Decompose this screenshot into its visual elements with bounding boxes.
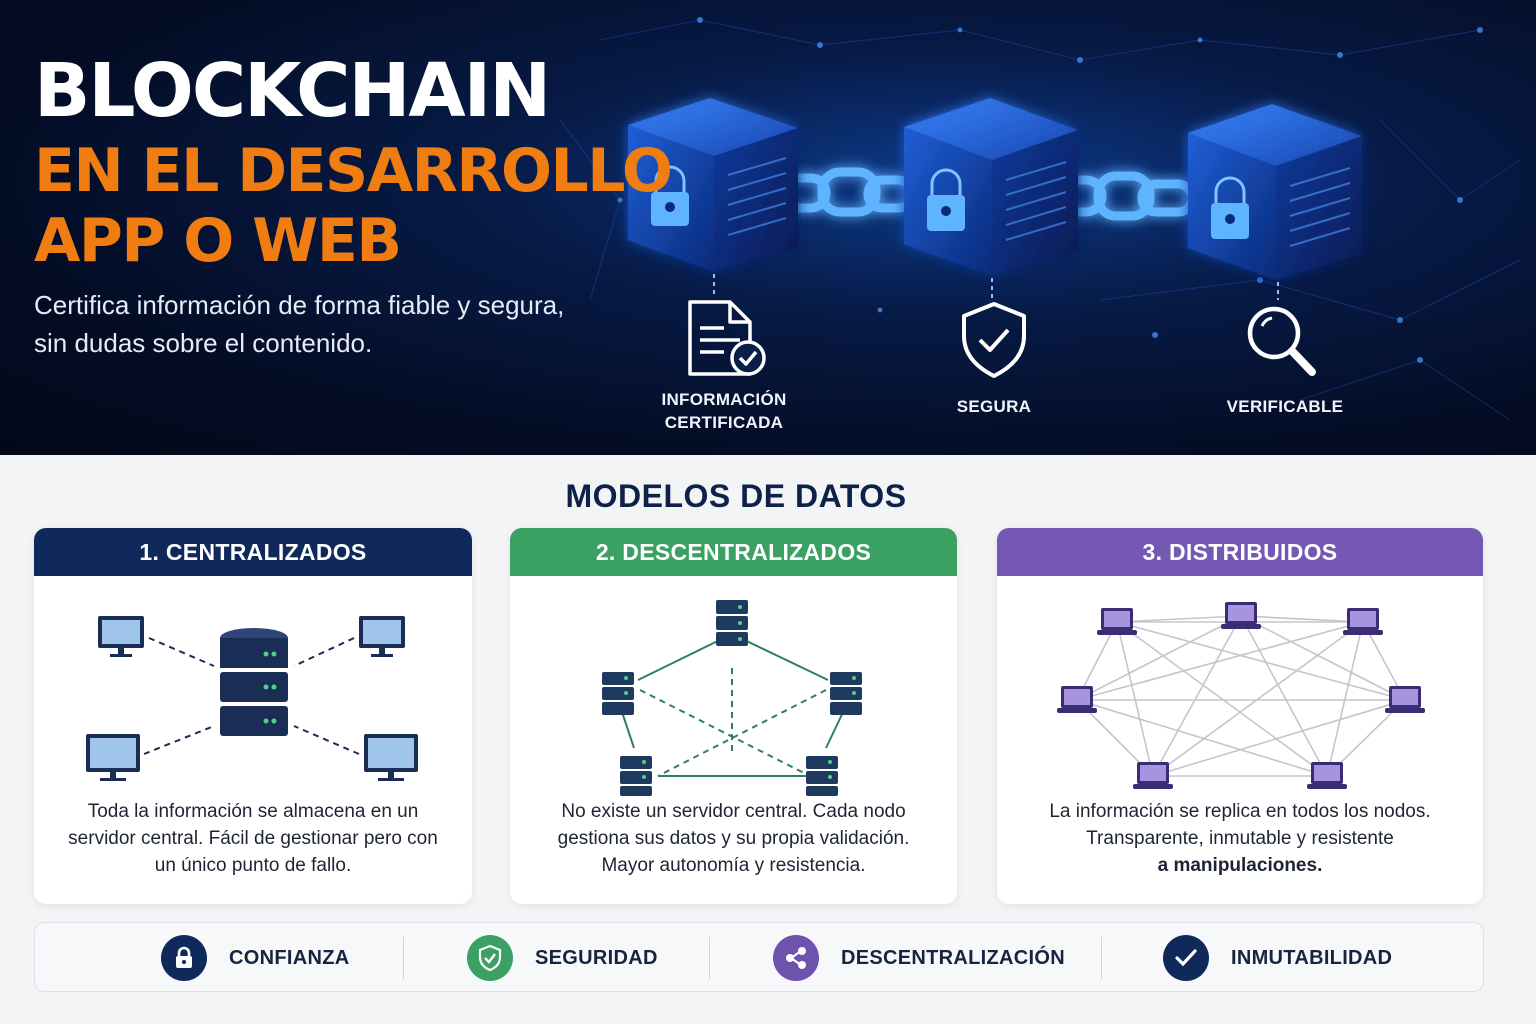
server-node-icon [716, 600, 748, 646]
mesh-link [1240, 615, 1364, 623]
laptop-node-icon [1097, 608, 1137, 635]
computer-icon [86, 734, 140, 781]
server-node-icon [620, 756, 652, 796]
card-description-distributed: La información se replica en todos los n… [1049, 801, 1431, 876]
share-icon [773, 935, 819, 981]
laptop-node-icon [1133, 762, 1173, 789]
card-title-decentralized: 2. DESCENTRALIZADOS [510, 528, 957, 576]
card-title-centralized: 1. CENTRALIZADOS [34, 528, 472, 576]
check-icon [1163, 935, 1209, 981]
server-node-icon [830, 672, 862, 715]
mesh-link [1116, 621, 1328, 777]
benefit-decentralization: DESCENTRALIZACIÓN [773, 923, 1065, 993]
card-centralized: 1. CENTRALIZADOS [34, 528, 472, 904]
mesh-link [1152, 621, 1364, 777]
laptop-node-icon [1057, 686, 1097, 713]
central-server-icon [220, 628, 288, 736]
models-section-title: MODELOS DE DATOS [565, 478, 907, 514]
computer-icon [359, 616, 405, 657]
shield-check-icon [962, 302, 1026, 378]
feature-label-secure: SEGURA [956, 397, 1032, 416]
distributed-network-diagram [1057, 602, 1425, 789]
decentralized-network-diagram [602, 600, 862, 796]
blockchain-illustration [559, 17, 1521, 421]
bar-divider [403, 937, 404, 979]
computer-icon [98, 616, 144, 657]
server-node-icon [602, 672, 634, 715]
feature-label-verifiable: VERIFICABLE [1226, 397, 1344, 416]
card-decentralized: 2. DESCENTRALIZADOS [510, 528, 957, 904]
page-title: BLOCKCHAIN [34, 48, 551, 134]
benefit-trust: CONFIANZA [161, 923, 349, 993]
benefit-immutability: INMUTABILIDAD [1163, 923, 1392, 993]
padlock-icon [161, 935, 207, 981]
magnifier-icon [1247, 306, 1316, 376]
card-description-decentralized: No existe un servidor central. Cada nodo… [557, 801, 910, 876]
mesh-link [1116, 621, 1406, 701]
mesh-link [1076, 699, 1328, 777]
page-subtitle-line2: APP O WEB [34, 206, 402, 276]
bar-divider [709, 937, 710, 979]
mesh-link [1076, 621, 1364, 701]
card-title-distributed: 3. DISTRIBUIDOS [997, 528, 1483, 576]
server-node-icon [806, 756, 838, 796]
certified-document-icon [688, 300, 766, 376]
feature-label-certified: INFORMACIÓN CERTIFICADA [661, 390, 787, 432]
card-distributed: 3. DISTRIBUIDOS La información se replic… [997, 528, 1483, 904]
mesh-link [1116, 615, 1242, 623]
hero-description: Certifica información de forma fiable y … [34, 290, 565, 358]
mesh-link [1076, 615, 1242, 701]
bar-divider [1101, 937, 1102, 979]
page-subtitle-line1: EN EL DESARROLLO [34, 136, 673, 206]
mesh-link [1152, 615, 1242, 777]
hero-banner: BLOCKCHAIN EN EL DESARROLLO APP O WEB Ce… [0, 0, 1536, 455]
mesh-link [1116, 621, 1154, 777]
laptop-node-icon [1385, 686, 1425, 713]
laptop-node-icon [1307, 762, 1347, 789]
card-description-centralized: Toda la información se almacena en un se… [68, 801, 438, 876]
mesh-link [1326, 621, 1364, 777]
laptop-node-icon [1221, 602, 1261, 629]
mesh-link [1240, 615, 1328, 777]
centralized-network-diagram [86, 616, 418, 781]
mesh-link [1152, 699, 1406, 777]
laptop-node-icon [1343, 608, 1383, 635]
benefits-bar: CONFIANZA SEGURIDAD DESCENTRALIZACIÓN IN… [34, 922, 1484, 992]
mesh-link [1240, 615, 1406, 701]
computer-icon [364, 734, 418, 781]
shield-icon [467, 935, 513, 981]
benefit-security: SEGURIDAD [467, 923, 658, 993]
